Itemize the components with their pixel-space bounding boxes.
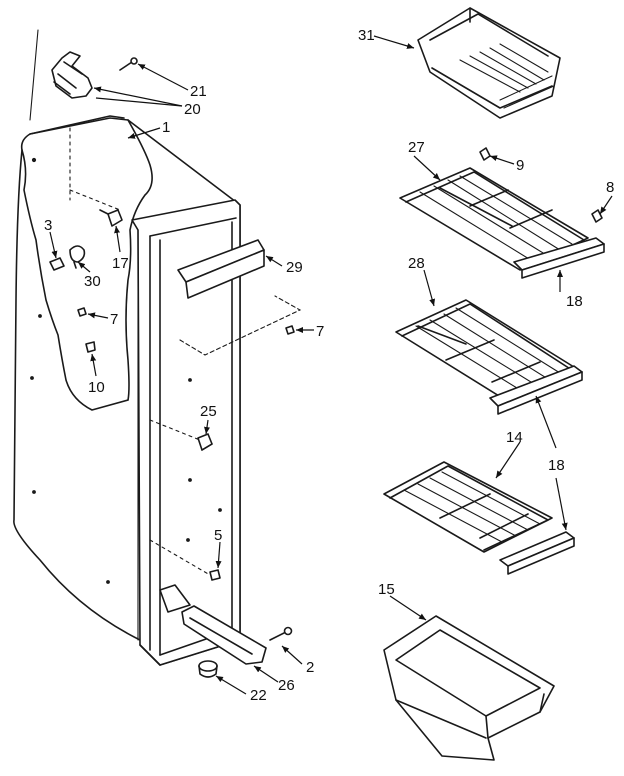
bin-15 [383,615,555,761]
rail-18c [499,531,575,575]
label-7b: 7 [316,323,324,340]
screw-2 [269,626,293,641]
thermostat-17 [99,209,123,227]
label-5: 5 [214,527,222,544]
label-8: 8 [606,179,614,196]
shelf-28 [395,299,583,405]
label-10: 10 [88,379,105,396]
label-27: 27 [408,139,425,156]
bulb-30 [69,245,86,269]
label-18a: 18 [566,293,583,310]
leader-lines [49,35,613,695]
label-20: 20 [184,101,201,118]
cover-29 [177,239,265,299]
shelf-27 [399,167,589,271]
label-2: 2 [306,659,314,676]
label-15: 15 [378,581,395,598]
label-26: 26 [278,677,295,694]
label-28: 28 [408,255,425,272]
label-9: 9 [516,157,524,174]
label-21: 21 [190,83,207,100]
label-31: 31 [358,27,375,44]
label-18b: 18 [548,457,565,474]
screw-5 [209,569,221,581]
shelf-14 [383,461,553,553]
rail-18b [489,365,583,415]
clip-10 [85,341,96,353]
label-22: 22 [250,687,267,704]
bracket-26 [181,605,267,665]
rail-18a [513,237,605,279]
label-1: 1 [162,119,170,136]
clip-7b [285,325,295,335]
label-14: 14 [506,429,523,446]
label-30: 30 [84,273,101,290]
label-25: 25 [200,403,217,420]
label-7a: 7 [110,311,118,328]
label-3: 3 [44,217,52,234]
part-labels: 31 21 20 1 27 9 8 3 17 29 30 28 18 7 7 1… [44,27,614,704]
block-25 [197,433,213,451]
hinge-bracket [51,51,93,99]
bracket-3 [49,257,65,271]
label-29: 29 [286,259,303,276]
label-17: 17 [112,255,129,272]
pan-31 [417,7,561,119]
clip-8 [591,209,603,223]
foot-22 [198,660,218,678]
cabinet-liner [13,29,302,666]
clip-7a [77,307,87,317]
clip-9 [479,147,491,161]
screw-21 [119,57,138,71]
